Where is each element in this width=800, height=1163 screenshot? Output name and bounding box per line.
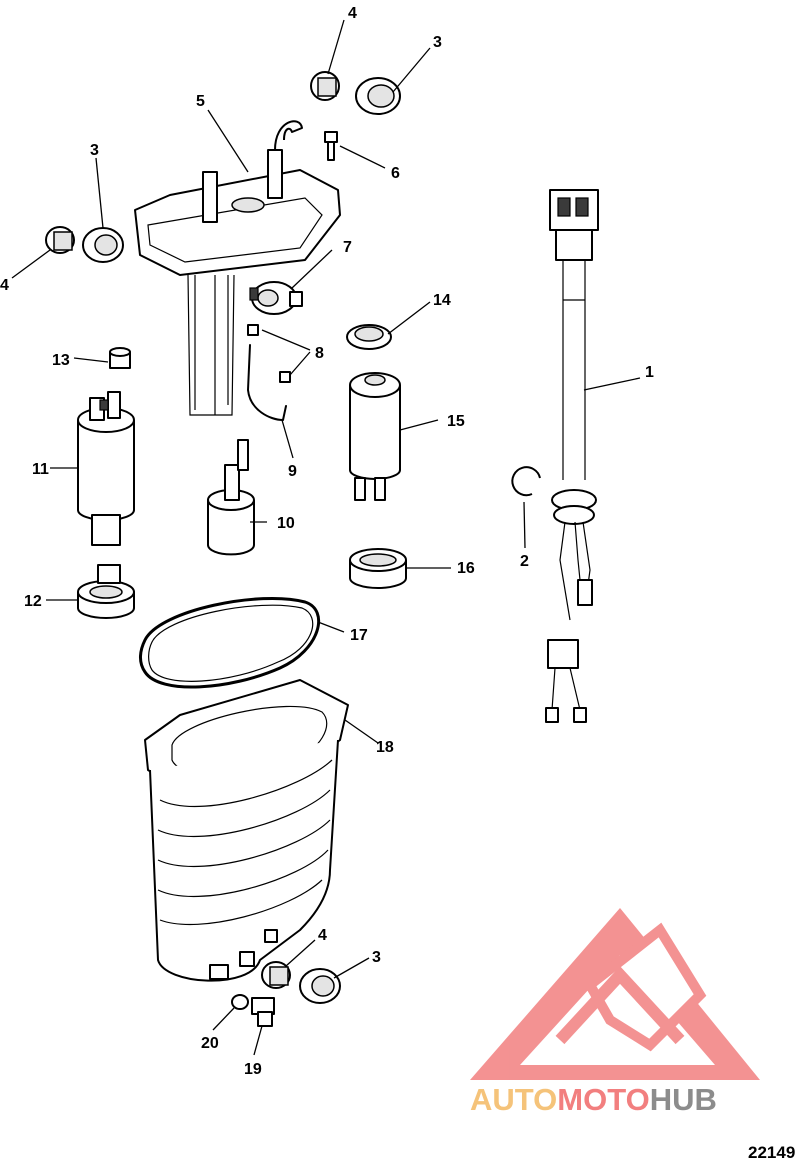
callout-18: 18 xyxy=(376,739,394,756)
callout-14: 14 xyxy=(433,292,451,309)
callout-8: 8 xyxy=(315,345,324,362)
callout-17: 17 xyxy=(350,627,368,644)
part-7-pressure-regulator xyxy=(249,281,303,315)
part-3-plug-bottom xyxy=(299,968,341,1004)
callout-labels: 1 2 3 3 3 4 4 4 5 6 7 8 9 10 11 12 13 14… xyxy=(0,5,654,1078)
part-19-drain-screw xyxy=(251,997,275,1027)
part-1-wiring-harness xyxy=(545,189,599,723)
callout-6: 6 xyxy=(391,165,400,182)
part-4-nut-bottom xyxy=(261,961,291,989)
callout-4-bottom: 4 xyxy=(318,927,327,944)
part-9-hose xyxy=(247,344,287,421)
part-15-fuel-pump xyxy=(349,372,401,501)
callout-9: 9 xyxy=(288,463,297,480)
callout-3-left: 3 xyxy=(90,142,99,159)
callout-12: 12 xyxy=(24,593,42,610)
part-4-nut-top xyxy=(310,71,340,101)
part-8-clamp-lower xyxy=(279,371,291,383)
watermark-word-hub: HUB xyxy=(650,1082,717,1117)
part-17-seal xyxy=(139,596,321,689)
callout-3-top: 3 xyxy=(433,34,442,51)
callout-16: 16 xyxy=(457,560,475,577)
part-12-strainer xyxy=(77,564,135,619)
callout-4-top: 4 xyxy=(348,5,357,22)
part-16-filter-cup xyxy=(349,548,407,589)
part-2-clip xyxy=(511,466,541,497)
part-5-cover-plate xyxy=(134,120,341,416)
part-10-fuel-filter xyxy=(207,439,255,556)
watermark-word-auto: AUTO xyxy=(470,1082,557,1117)
callout-13: 13 xyxy=(52,352,70,369)
part-4-nut-left xyxy=(45,226,75,254)
callout-10: 10 xyxy=(277,515,295,532)
watermark-logo xyxy=(470,908,760,1080)
part-13-sleeve xyxy=(109,347,131,369)
part-20-washer xyxy=(231,994,249,1010)
callout-20: 20 xyxy=(201,1035,219,1052)
callout-2: 2 xyxy=(520,553,529,570)
callout-19: 19 xyxy=(244,1061,262,1078)
part-11-fuel-pump xyxy=(77,391,135,546)
part-18-fuel-reservoir xyxy=(144,679,349,982)
figure-number: 22149 xyxy=(748,1143,795,1162)
part-3-plug-left xyxy=(82,227,124,263)
leader-lines xyxy=(11,19,641,1056)
callout-7: 7 xyxy=(343,239,352,256)
watermark-text: AUTOMOTOHUB xyxy=(470,1082,717,1117)
part-3-plug-top xyxy=(355,77,401,115)
part-8-clamp-upper xyxy=(247,324,259,336)
part-6-screw xyxy=(324,131,338,161)
callout-15: 15 xyxy=(447,413,465,430)
callout-1: 1 xyxy=(645,364,654,381)
callout-4-left: 4 xyxy=(0,277,9,294)
callout-3-bottom: 3 xyxy=(372,949,381,966)
callout-5: 5 xyxy=(196,93,205,110)
part-14-grommet xyxy=(346,324,392,350)
callout-11: 11 xyxy=(32,461,49,478)
watermark-word-moto: MOTO xyxy=(557,1082,649,1117)
